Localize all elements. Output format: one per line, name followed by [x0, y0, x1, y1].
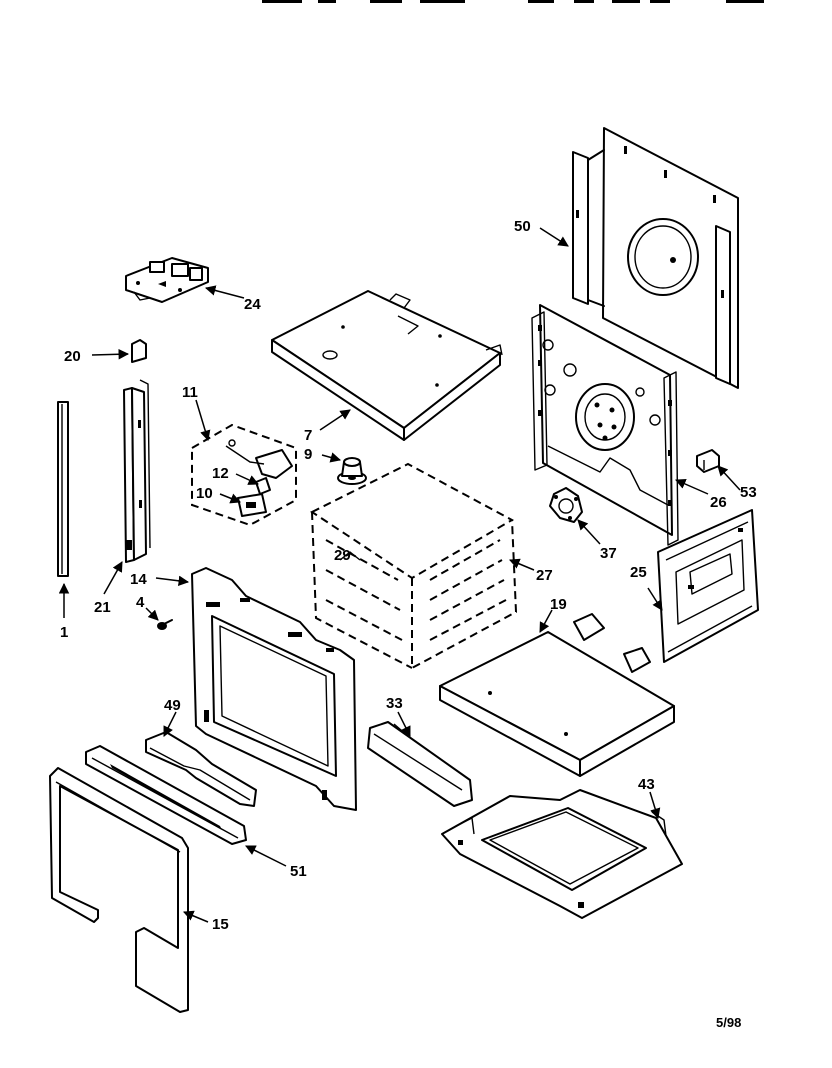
part-small-tab	[131, 339, 147, 363]
part-bottom-bracket	[367, 721, 473, 807]
label-part-33: 33	[386, 695, 403, 712]
label-part-14: 14	[130, 571, 147, 588]
label-part-43: 43	[638, 776, 655, 793]
part-side-panel	[657, 509, 759, 663]
label-part-7: 7	[304, 427, 312, 444]
date-code: 5/98	[716, 1015, 741, 1030]
part-screw	[157, 619, 173, 630]
label-part-29: 29	[334, 547, 351, 564]
label-part-19: 19	[550, 596, 567, 613]
label-part-26: 26	[710, 494, 727, 511]
label-part-4: 4	[136, 594, 145, 611]
part-inner-back-wall	[531, 304, 679, 546]
label-part-27: 27	[536, 567, 553, 584]
leader-lines	[58, 227, 741, 923]
label-part-37: 37	[600, 545, 617, 562]
label-part-53: 53	[740, 484, 757, 501]
label-part-11: 11	[182, 384, 198, 401]
part-lower-trim	[145, 731, 257, 807]
part-front-frame	[191, 567, 357, 811]
label-part-50: 50	[514, 218, 531, 235]
part-receptacle	[337, 457, 367, 485]
part-vertical-channel	[123, 379, 151, 563]
part-bottom-panel	[439, 613, 675, 777]
part-back-panel	[572, 127, 739, 389]
part-oven-cavity	[310, 462, 518, 670]
part-bottom-tray	[441, 789, 683, 919]
part-control-bracket	[125, 257, 209, 303]
label-part-49: 49	[164, 697, 181, 714]
label-part-51: 51	[290, 863, 307, 880]
label-part-1: 1	[60, 624, 68, 641]
label-part-10: 10	[196, 485, 213, 502]
part-top-panel	[271, 290, 503, 441]
label-part-15: 15	[212, 916, 229, 933]
label-part-20: 20	[64, 348, 81, 365]
label-part-24: 24	[244, 296, 261, 313]
part-door-gasket	[49, 767, 189, 1013]
label-part-21: 21	[94, 599, 111, 616]
cropped-header-marks	[262, 0, 764, 3]
label-part-12: 12	[212, 465, 229, 482]
label-part-25: 25	[630, 564, 647, 581]
part-vertical-trim	[57, 401, 69, 577]
part-vent-strip	[85, 745, 247, 845]
part-gasket	[549, 487, 583, 523]
label-part-9: 9	[304, 446, 312, 463]
part-clip	[696, 449, 720, 473]
part-light-assembly	[191, 423, 297, 527]
